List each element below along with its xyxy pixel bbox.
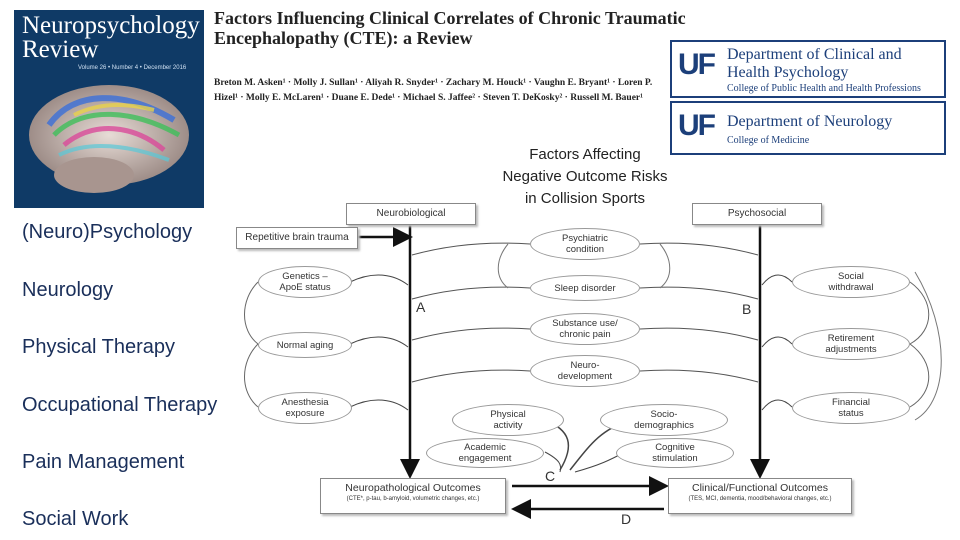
factor-line: Retirement bbox=[827, 333, 875, 344]
factor-line: Substance use/ bbox=[552, 318, 618, 329]
factor-line: Anesthesia bbox=[281, 397, 329, 408]
specialty-item: Neurology bbox=[22, 279, 114, 301]
diagram-title-line: Factors Affecting bbox=[529, 146, 641, 163]
factor-normal-aging: Normal aging bbox=[258, 332, 352, 358]
specialty-item: Pain Management bbox=[22, 451, 185, 473]
uf-mark: UF bbox=[678, 48, 716, 81]
outcome-title: Clinical/Functional Outcomes bbox=[692, 482, 828, 494]
factor-line: activity bbox=[493, 420, 523, 431]
paper-title: Factors Influencing Clinical Correlates … bbox=[214, 8, 686, 48]
factor-line: adjustments bbox=[825, 344, 877, 355]
factor-sociodemographics: Socio-demographics bbox=[600, 404, 728, 436]
path-label-d: D bbox=[621, 511, 632, 527]
logo-line: College of Medicine bbox=[727, 135, 810, 146]
factor-line: chronic pain bbox=[559, 329, 611, 340]
factor-line: Psychiatric bbox=[562, 233, 608, 244]
factor-genetics: Genetics –ApoE status bbox=[258, 266, 352, 298]
specialty-item: Physical Therapy bbox=[22, 336, 176, 358]
outcome-subtitle: (TES, MCI, dementia, mood/behavioral cha… bbox=[688, 496, 832, 502]
logo-neurology: UF Department of Neurology College of Me… bbox=[670, 101, 946, 155]
path-label-b: B bbox=[742, 301, 752, 317]
path-label-c: C bbox=[545, 468, 556, 484]
outcome-title: Neuropathological Outcomes bbox=[345, 482, 481, 494]
neurobiological-box: Neurobiological bbox=[346, 203, 476, 225]
factor-line: stimulation bbox=[652, 453, 698, 464]
logo-line: Department of Neurology bbox=[727, 113, 893, 130]
factor-substance: Substance use/chronic pain bbox=[530, 313, 640, 345]
clinical-outcomes-box: Clinical/Functional Outcomes (TES, MCI, … bbox=[668, 478, 852, 514]
factor-line: withdrawal bbox=[828, 282, 874, 293]
uf-mark: UF bbox=[678, 109, 716, 142]
specialty-item: Social Work bbox=[22, 508, 129, 530]
logo-line: Department of Clinical and bbox=[727, 46, 902, 63]
repetitive-trauma-box: Repetitive brain trauma bbox=[236, 227, 358, 249]
factor-line: exposure bbox=[285, 408, 325, 419]
factor-line: status bbox=[838, 408, 864, 419]
factor-line: ApoE status bbox=[279, 282, 331, 293]
factor-sleep: Sleep disorder bbox=[530, 275, 640, 301]
factor-line: Cognitive bbox=[655, 442, 695, 453]
diagram-title-line: in Collision Sports bbox=[524, 190, 646, 207]
logo-clinical-health-psychology: UF Department of Clinical and Health Psy… bbox=[670, 40, 946, 98]
factor-line: Academic bbox=[464, 442, 506, 453]
outcome-subtitle: (CTE*, p-tau, b-amyloid, volumetric chan… bbox=[346, 496, 480, 502]
brain-image bbox=[29, 85, 189, 193]
diagram-title-line: Negative Outcome Risks bbox=[502, 168, 668, 185]
factor-line: Socio- bbox=[650, 409, 678, 420]
factor-line: condition bbox=[565, 244, 605, 255]
factor-line: Neuro- bbox=[570, 360, 600, 371]
factor-neurodevelopment: Neuro-development bbox=[530, 355, 640, 387]
factor-line: Physical bbox=[490, 409, 526, 420]
path-label-a: A bbox=[416, 299, 426, 315]
journal-cover: Neuropsychology Review Volume 26 • Numbe… bbox=[14, 10, 204, 208]
factor-line: Sleep disorder bbox=[554, 282, 616, 294]
journal-title: Neuropsychology Review bbox=[22, 12, 200, 63]
journal-volume: Volume 26 • Number 4 • December 2016 bbox=[78, 65, 187, 71]
author-list: Breton M. Asken¹ · Molly J. Sullan¹ · Al… bbox=[214, 78, 653, 103]
factor-line: Financial bbox=[831, 397, 871, 408]
specialty-item: (Neuro)Psychology bbox=[22, 221, 193, 243]
factor-line: engagement bbox=[458, 453, 512, 464]
factor-line: Social bbox=[838, 271, 864, 282]
factor-line: Normal aging bbox=[276, 339, 334, 351]
logo-line: College of Public Health and Health Prof… bbox=[727, 83, 921, 94]
psychosocial-box: Psychosocial bbox=[692, 203, 822, 225]
factor-line: demographics bbox=[634, 420, 694, 431]
diagram-title: Factors Affecting Negative Outcome Risks… bbox=[480, 144, 690, 210]
specialty-item: Occupational Therapy bbox=[22, 394, 218, 416]
neuropathological-outcomes-box: Neuropathological Outcomes (CTE*, p-tau,… bbox=[320, 478, 506, 514]
factor-line: Genetics – bbox=[282, 271, 328, 282]
factor-line: development bbox=[557, 371, 613, 382]
logo-line: Health Psychology bbox=[727, 64, 849, 81]
